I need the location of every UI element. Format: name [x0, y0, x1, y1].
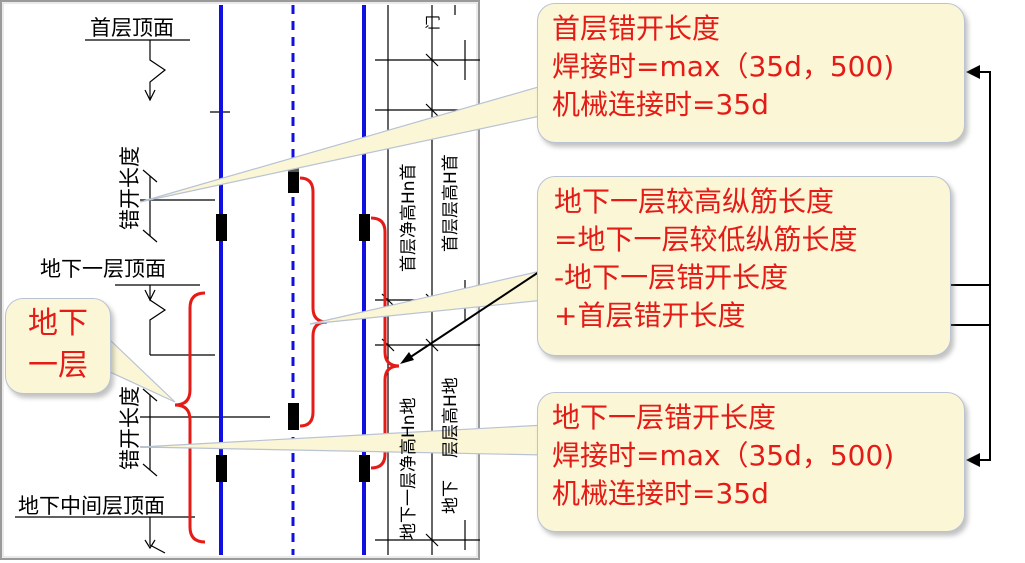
callout-pointers	[109, 84, 546, 456]
first-floor-top-label: 首层顶面	[90, 16, 174, 40]
connector	[359, 214, 370, 241]
b1-bracket-line-2: 一层	[28, 348, 88, 383]
first-story-height-label: 首层层高H首	[441, 154, 461, 252]
first-clear-height-label: 首层净高Hn首	[399, 163, 419, 272]
formula-line-1: 地下一层较高纵筋长度	[554, 185, 835, 218]
b1-callout-line-3: 机械连接时=35d	[552, 477, 769, 510]
connector	[288, 403, 299, 430]
arrow-formula-to-bar	[402, 257, 561, 363]
b1-story-height-label: 层层高H地	[441, 377, 461, 458]
b1-floor-brace	[174, 291, 206, 544]
formula-line-4: +首层错开长度	[554, 299, 746, 332]
b-prefix-label: 地下	[441, 480, 461, 514]
b1-bracket-callout: 地下 一层	[5, 298, 111, 394]
first-floor-stagger-callout: 首层错开长度 焊接时=max（35d，500) 机械连接时=35d	[537, 3, 965, 143]
arrow-heads	[400, 65, 980, 467]
b1-bracket-line-1: 地下	[28, 306, 88, 341]
first-floor-callout-line-2: 焊接时=max（35d，500)	[552, 50, 895, 83]
right-bar-brace	[370, 216, 400, 470]
b1-callout-line-2: 焊接时=max（35d，500)	[552, 439, 895, 472]
first-floor-callout-line-1: 首层错开长度	[552, 12, 721, 45]
drawing-frame	[0, 0, 480, 560]
b1-callout-line-1: 地下一层错开长度	[552, 401, 777, 434]
top-right-fragment-label: 门	[424, 15, 442, 30]
connector	[216, 455, 227, 482]
upper-stagger-label: 错开长度	[118, 146, 142, 230]
formula-line-3: -地下一层错开长度	[554, 261, 789, 294]
drawing-text: 首层顶面 地下一层顶面 地下中间层顶面 错开长度 错开长度 首层净高Hn首 首层…	[18, 15, 461, 540]
formula-line-2: =地下一层较低纵筋长度	[554, 223, 858, 256]
b1-top-label: 地下一层顶面	[40, 257, 166, 281]
connector	[288, 168, 299, 193]
lower-stagger-label: 错开长度	[118, 386, 142, 470]
b-mid-top-label: 地下中间层顶面	[18, 494, 165, 518]
b1-stagger-callout: 地下一层错开长度 焊接时=max（35d，500) 机械连接时=35d	[537, 392, 965, 532]
connector	[216, 214, 227, 241]
longer-bar-formula-callout: 地下一层较高纵筋长度 =地下一层较低纵筋长度 -地下一层错开长度 +首层错开长度	[537, 176, 951, 356]
first-floor-callout-line-3: 机械连接时=35d	[552, 88, 769, 121]
connector	[359, 455, 370, 482]
b1-clear-height-label: 地下一层净高Hn地	[399, 397, 419, 540]
